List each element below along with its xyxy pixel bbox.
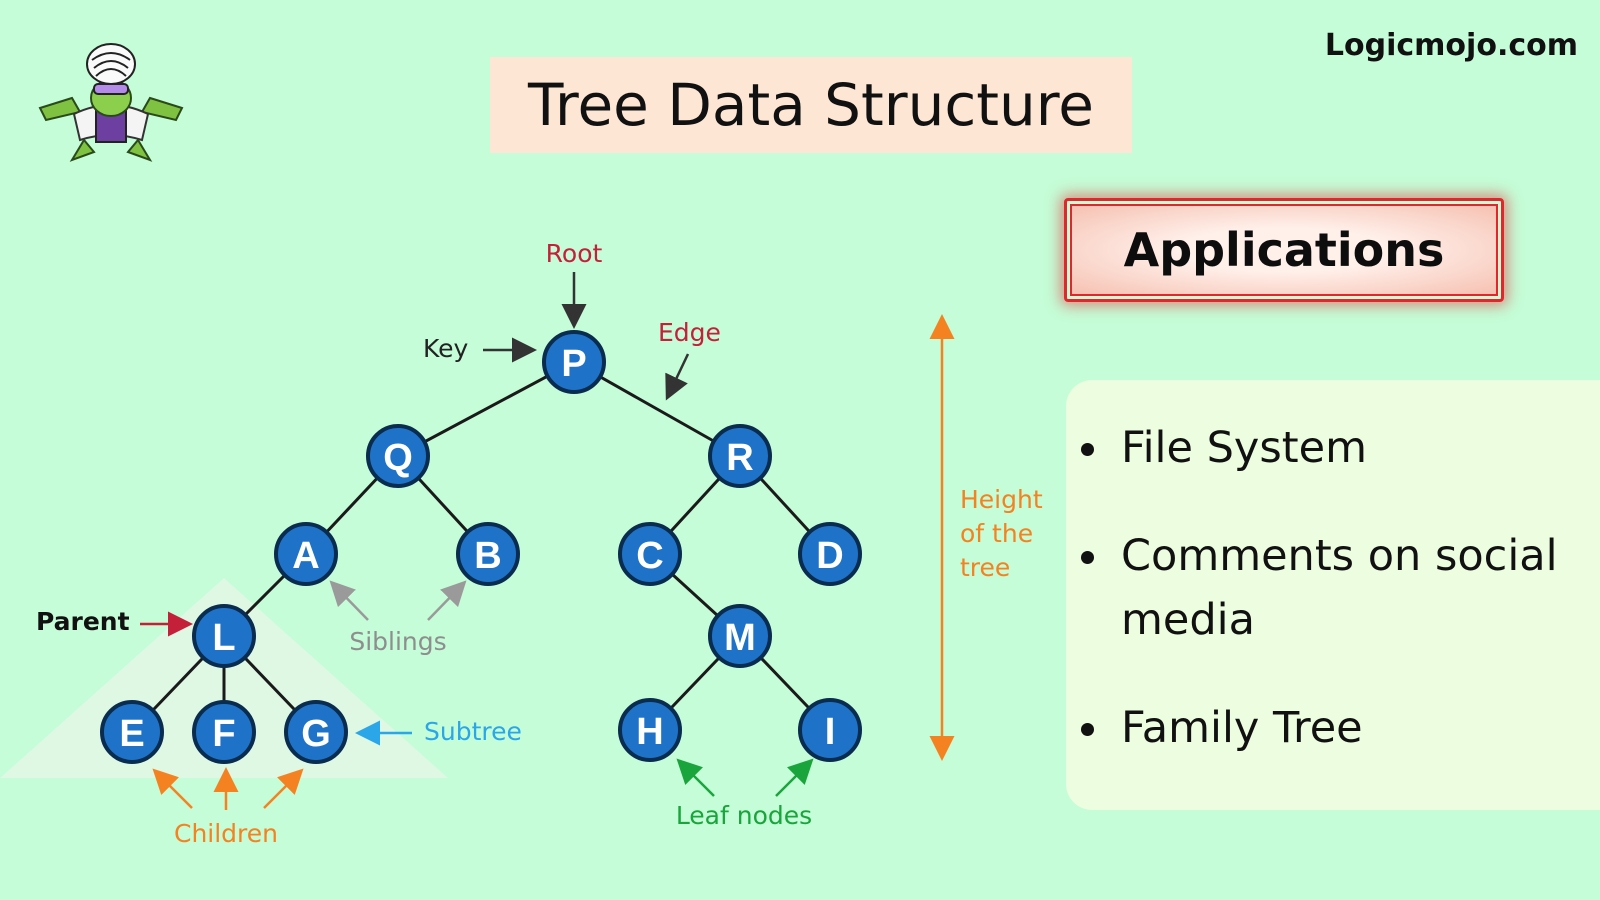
root-label: Root [546, 239, 603, 268]
applications-heading: Applications [1123, 223, 1445, 277]
height-label-line1: Height [960, 485, 1043, 514]
svg-text:L: L [212, 617, 235, 659]
node-m: M [708, 604, 772, 668]
node-c: C [618, 522, 682, 586]
node-d: D [798, 522, 862, 586]
brand-text: Logicmojo.com [1324, 28, 1578, 63]
key-label: Key [423, 334, 469, 363]
node-l: L [192, 604, 256, 668]
node-q: Q [366, 424, 430, 488]
node-h: H [618, 698, 682, 762]
application-item-family-tree: Family Tree [1081, 696, 1581, 760]
applications-heading-box: Applications [1064, 198, 1504, 302]
node-a: A [274, 522, 338, 586]
node-r: R [708, 424, 772, 488]
page-title: Tree Data Structure [527, 71, 1094, 139]
svg-text:D: D [816, 535, 843, 577]
mojo-jojo-mascot-icon [38, 43, 184, 162]
children-label: Children [174, 819, 278, 848]
leaf-arrow-left [676, 758, 715, 797]
subtree-label: Subtree [424, 717, 522, 746]
parent-label: Parent [36, 607, 130, 636]
svg-text:M: M [724, 617, 756, 659]
siblings-label: Siblings [349, 627, 446, 656]
node-g: G [284, 700, 348, 764]
tree-diagram: P Q R A B C D L M E F G H I Root Key Edg… [0, 239, 1043, 848]
node-b: B [456, 522, 520, 586]
leaf-nodes-label: Leaf nodes [676, 801, 812, 830]
svg-text:G: G [301, 713, 331, 755]
svg-text:C: C [636, 535, 663, 577]
children-arrow-left [152, 768, 193, 809]
svg-text:P: P [561, 343, 586, 385]
edge-label: Edge [658, 318, 721, 347]
node-p: P [542, 330, 606, 394]
children-arrow-right [263, 768, 304, 809]
svg-text:H: H [636, 711, 663, 753]
leaf-arrow-right [775, 758, 814, 797]
application-item-social-comments: Comments on social media [1081, 524, 1581, 652]
svg-text:I: I [825, 711, 836, 753]
node-i: I [798, 698, 862, 762]
svg-text:F: F [212, 713, 235, 755]
siblings-arrow-right [427, 580, 467, 621]
applications-heading-frame [1064, 198, 1504, 302]
height-label-line3: tree [960, 553, 1010, 582]
applications-heading-fill: Applications [1070, 204, 1498, 296]
applications-panel: File System Comments on social media Fam… [1066, 380, 1600, 810]
siblings-arrow-left [329, 580, 369, 621]
title-banner: Tree Data Structure [490, 57, 1132, 153]
node-e: E [100, 700, 164, 764]
application-item-file-system: File System [1081, 416, 1581, 480]
logo [32, 40, 190, 164]
svg-text:E: E [119, 713, 144, 755]
svg-text:R: R [726, 437, 753, 479]
height-label-line2: of the [960, 519, 1033, 548]
svg-text:Q: Q [383, 437, 413, 479]
svg-text:B: B [474, 535, 501, 577]
svg-text:A: A [292, 535, 319, 577]
node-f: F [192, 700, 256, 764]
edge-arrow [665, 353, 690, 401]
